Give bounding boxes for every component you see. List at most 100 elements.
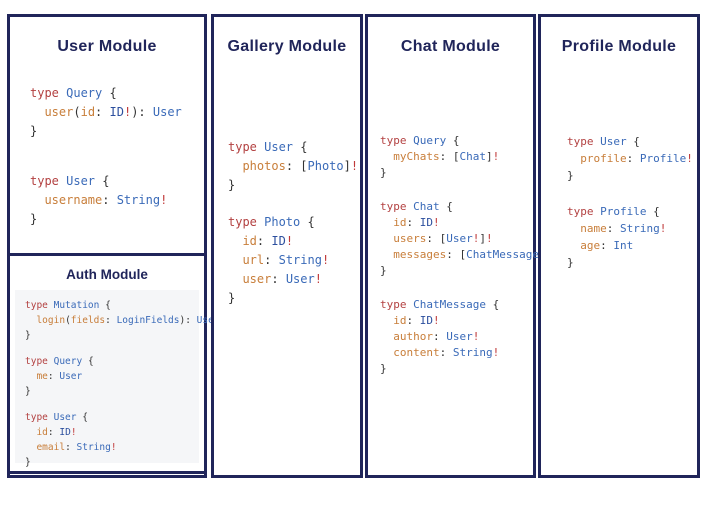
code-token: { [307,215,315,229]
code-token: type [30,174,67,188]
code-area: type Query { myChats: [Chat]!}type Chat … [380,133,552,395]
code-token: } [25,386,31,397]
code-token: type [380,200,414,213]
code-token: ! [433,314,440,327]
code-token: type [25,356,54,367]
code-token: User [285,272,315,286]
code-token: age [580,239,601,252]
code-token: ] [343,159,351,173]
code-token: : [ [426,232,447,245]
code-token: ! [659,222,667,235]
code-token: users [393,232,427,245]
code-token [228,234,242,248]
code-token: Query [66,86,110,100]
code-block: type User { profile: Profile!} [567,133,693,184]
code-token: User [59,371,83,382]
code-line: } [30,210,182,229]
code-token: } [380,362,387,375]
code-token: profile [580,152,627,165]
code-token: String [620,222,660,235]
code-line: } [228,176,358,195]
code-token [25,427,36,438]
code-line: id: ID! [25,425,220,440]
auth-code-background: type Mutation { login(fields: LoginField… [15,290,220,468]
code-token: { [300,140,308,154]
code-token: me [36,371,48,382]
code-token: ): [179,315,197,326]
code-token [25,371,36,382]
code-token: } [228,178,236,192]
code-area: type Query { user(id: ID!): User}type Us… [30,84,182,260]
code-line: name: String! [567,220,693,237]
code-token [567,239,580,252]
code-token: content [393,346,440,359]
code-line: username: String! [30,191,182,210]
code-token: User [66,174,103,188]
code-token: username [44,193,103,207]
code-token: Query [53,356,88,367]
code-token: : [406,314,420,327]
code-token: : [256,234,272,248]
code-block: type Query { me: User} [25,354,220,399]
code-line: type User { [25,410,220,425]
code-block: type Query { myChats: [Chat]!} [380,133,552,181]
code-token: ): [131,105,153,119]
code-token: type [30,86,67,100]
code-token [228,253,242,267]
code-token: ! [314,272,322,286]
code-token: url [242,253,265,267]
panel-title: Gallery Module [227,38,347,55]
code-line: type User { [228,138,358,157]
code-token: photos [242,159,286,173]
code-token: ! [321,253,330,267]
code-token: : [600,239,614,252]
code-token: id [80,105,96,119]
code-token: { [446,200,453,213]
code-token: User [152,105,182,119]
code-token: messages [393,248,447,261]
code-token: fields [70,315,106,326]
code-token: { [492,298,500,311]
code-area: type User { photos: [Photo]!}type Photo … [228,138,358,326]
code-token: ! [70,427,77,438]
code-token: String [76,442,111,453]
code-token: Profile [600,205,654,218]
code-token: ! [160,193,168,207]
code-token: ! [433,216,440,229]
code-token: : [47,427,60,438]
code-line: profile: Profile! [567,150,693,167]
code-token: String [116,193,161,207]
code-token: { [633,135,640,148]
code-token [25,442,36,453]
code-token: id [242,234,257,248]
code-token: Query [413,134,453,147]
code-token: type [380,298,414,311]
code-block: type User { id: ID! email: String!} [25,410,220,470]
code-token: ! [350,159,359,173]
code-line: me: User [25,369,220,384]
code-line: type User { [567,133,693,150]
code-line: myChats: [Chat]! [380,149,552,165]
code-token: : [433,330,447,343]
panel-title: Chat Module [400,38,501,55]
code-token: Photo [307,159,344,173]
code-line: } [228,289,358,308]
code-token: ChatMessage [466,248,539,261]
code-token [228,159,242,173]
code-token: ! [110,442,117,453]
code-token: String [452,346,493,359]
code-token: { [82,412,88,423]
code-line: } [567,254,693,271]
code-token: } [567,169,574,182]
code-token: User [264,140,301,154]
code-block: type ChatMessage { id: ID! author: User!… [380,297,552,377]
code-token: } [380,166,387,179]
code-token: ! [492,150,500,163]
code-line: } [380,165,552,181]
code-token: ID [109,105,124,119]
code-token: ! [492,346,500,359]
code-token: { [102,174,110,188]
code-token [380,216,393,229]
code-token: User [446,232,473,245]
code-line: type Photo { [228,213,358,232]
